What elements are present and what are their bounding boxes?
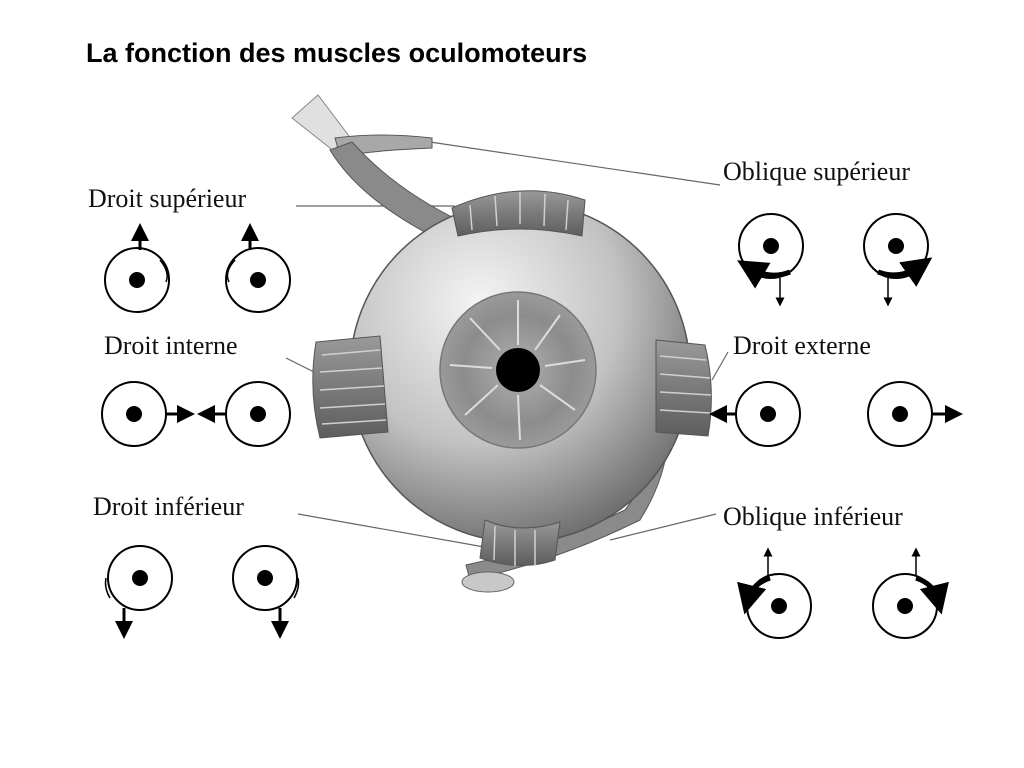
eye-icon	[101, 381, 195, 447]
eye-icon	[737, 547, 812, 639]
eye-icon	[197, 381, 291, 447]
label-superior-rectus: Droit supérieur	[88, 184, 247, 213]
eye-icon	[737, 213, 804, 307]
superior-oblique-tendon	[291, 94, 463, 241]
eye-icon	[104, 545, 173, 639]
label-inferior-rectus: Droit inférieur	[93, 492, 244, 521]
lateral-rectus-muscle	[655, 339, 712, 437]
medial-rectus-muscle	[312, 335, 389, 439]
eye-icon	[872, 547, 949, 639]
inferior-oblique-origin	[461, 571, 515, 593]
label-superior-oblique: Oblique supérieur	[723, 157, 911, 186]
label-inferior-oblique: Oblique inférieur	[723, 502, 903, 531]
inferior-rectus-muscle	[479, 519, 561, 567]
eye-icon	[867, 381, 963, 447]
eye-icon	[709, 381, 801, 447]
eye-icon	[225, 223, 291, 313]
label-medial-rectus: Droit interne	[104, 331, 238, 360]
iris-striations	[449, 300, 586, 441]
eye-icon	[104, 223, 170, 313]
label-lateral-rectus: Droit externe	[733, 331, 871, 360]
eye-icon	[863, 213, 933, 307]
page-title: La fonction des muscles oculomoteurs	[86, 38, 588, 68]
eye-icon	[232, 545, 300, 639]
superior-rectus-muscle	[451, 190, 586, 237]
pupil	[496, 348, 540, 392]
